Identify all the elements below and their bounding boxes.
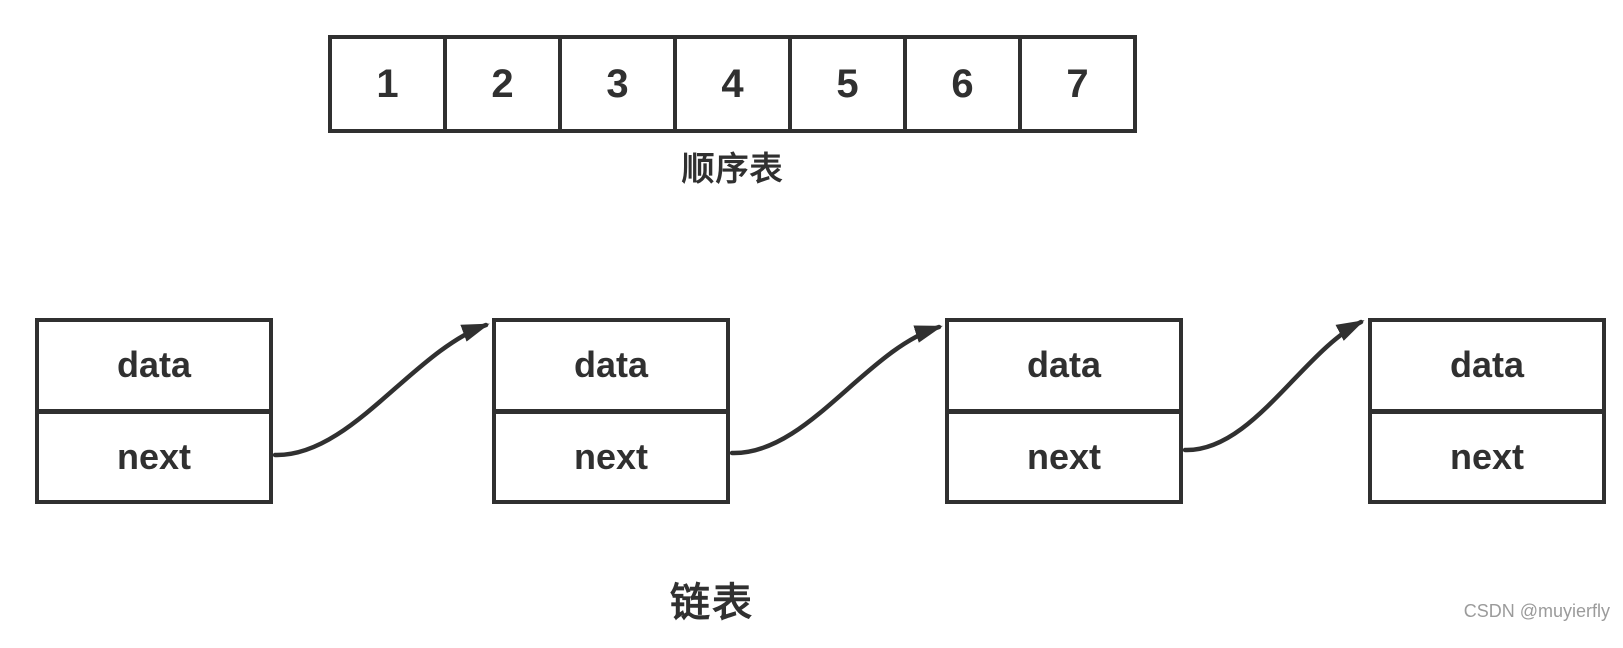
- array-cell: 3: [558, 35, 677, 133]
- array-cell: 2: [443, 35, 562, 133]
- linked-list-node: data next: [945, 318, 1183, 504]
- next-pointer-arrow: [272, 322, 490, 458]
- linked-list-node: data next: [1368, 318, 1606, 504]
- linked-list-node: data next: [35, 318, 273, 504]
- sequential-list-label: 顺序表: [681, 150, 784, 187]
- node-data-field: data: [39, 322, 269, 414]
- next-pointer-arrow: [1182, 319, 1365, 453]
- linked-list-node: data next: [492, 318, 730, 504]
- node-next-field: next: [573, 435, 649, 477]
- next-pointer-arrow: [729, 324, 943, 456]
- watermark: CSDN @muyierfly: [1463, 601, 1610, 621]
- array-cell: 5: [788, 35, 907, 133]
- array-cell: 7: [1018, 35, 1137, 133]
- node-next-field: next: [116, 435, 192, 477]
- linked-list-label: 链表: [670, 581, 754, 625]
- node-data-field: data: [949, 322, 1179, 414]
- node-next-field: next: [1026, 435, 1102, 477]
- node-data-field: data: [496, 322, 726, 414]
- array-cell: 4: [673, 35, 792, 133]
- node-next-field: next: [1449, 435, 1525, 477]
- array-cell: 6: [903, 35, 1022, 133]
- sequential-list: 1 2 3 4 5 6 7: [328, 35, 1137, 133]
- node-data-field: data: [1372, 322, 1602, 414]
- array-cell: 1: [328, 35, 447, 133]
